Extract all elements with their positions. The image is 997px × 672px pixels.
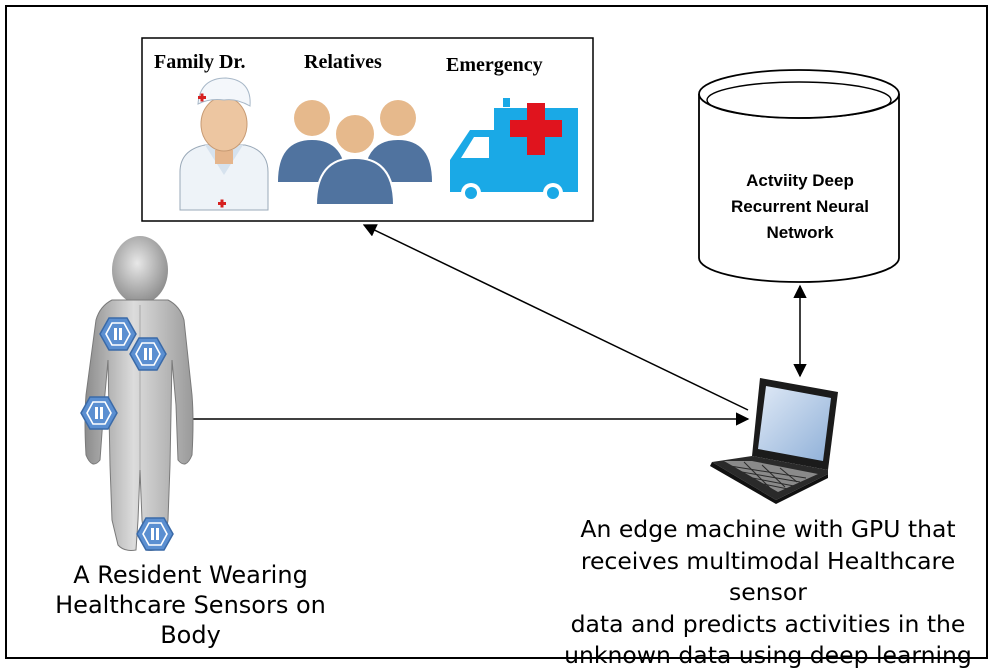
database-label: Actviity Deep Recurrent Neural Network — [700, 168, 900, 246]
edge-machine-caption: An edge machine with GPU that receives m… — [548, 514, 988, 672]
resident-caption-line: Healthcare Sensors on Body — [55, 591, 326, 649]
sensor-icon — [80, 396, 118, 430]
ambulance-icon — [450, 98, 578, 203]
edge-caption-line: unknown data using deep learning — [564, 641, 972, 669]
sensor-icon — [129, 337, 167, 371]
resident-caption-line: A Resident Wearing — [73, 561, 308, 589]
family-doctor-label: Family Dr. — [154, 51, 246, 73]
edge-caption-line: receives multimodal Healthcare sensor — [580, 546, 956, 607]
resident-figure — [84, 236, 194, 551]
database-label-line: Actviity Deep — [746, 171, 854, 190]
doctor-icon — [179, 77, 269, 211]
relatives-label: Relatives — [304, 51, 382, 73]
database-label-line: Network — [766, 223, 834, 242]
activity-database-cylinder — [698, 69, 900, 283]
edge-caption-line: data and predicts activities in the — [570, 609, 966, 638]
database-label-line: Recurrent Neural — [731, 197, 869, 216]
edge-caption-line: An edge machine with GPU that — [580, 515, 956, 543]
resident-caption: A Resident Wearing Healthcare Sensors on… — [38, 560, 343, 650]
sensor-icon — [99, 317, 137, 351]
arrow-laptop-to-contacts — [362, 224, 749, 411]
sensor-icon — [136, 517, 174, 551]
laptop-icon — [710, 378, 838, 504]
emergency-label: Emergency — [446, 54, 543, 76]
relatives-icon — [278, 100, 432, 206]
